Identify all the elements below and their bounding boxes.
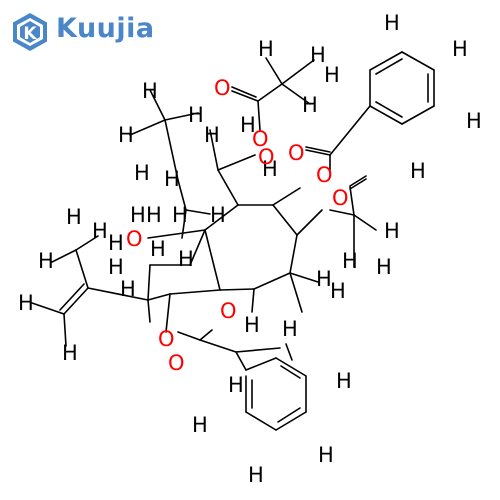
hydrogen-atom-label: H	[210, 203, 226, 227]
hydrogen-atom-label: H	[336, 369, 352, 393]
hydrogen-atom-label: H	[134, 161, 150, 185]
hydrogen-atom-label: H	[318, 443, 334, 467]
hydrogen-atom-label: H	[62, 341, 78, 365]
hydrogen-atom-label: H	[118, 123, 134, 147]
hydrogen-atom-label: H	[142, 79, 158, 103]
hydrogen-atom-label: H	[466, 109, 482, 133]
hydrogen-atom-label: H	[316, 267, 332, 291]
hydrogen-atom-label: H	[244, 313, 260, 337]
hydrogen-atom-label: H	[410, 159, 426, 183]
oxygen-atom-label: O	[214, 76, 231, 100]
logo-wordmark: Kuujia	[56, 13, 155, 44]
hydrogen-atom-label: H	[310, 43, 326, 67]
hydrogen-atom-label: H	[92, 219, 108, 243]
hydrogen-atom-label: H	[178, 247, 194, 271]
hydrogen-atom-label: H	[192, 413, 208, 437]
oxygen-atom-label: O	[220, 299, 237, 323]
hydrogen-atom-label: H	[262, 157, 278, 181]
hydrogen-atom-label: H	[282, 317, 298, 341]
hydrogen-atom-label: H	[130, 203, 146, 227]
logo-badge-letter: K	[23, 24, 37, 44]
hydrogen-atom-label: H	[240, 113, 256, 137]
hydrogen-atom-label: H	[108, 255, 124, 279]
hydrogen-atom-label: H	[258, 37, 274, 61]
oxygen-atom-label: O	[252, 127, 269, 151]
hydrogen-atom-label: H	[248, 463, 264, 487]
hydrogen-atom-label: H	[120, 277, 136, 301]
hydrogen-atom-label: H	[330, 279, 346, 303]
hydrogen-atom-label: H	[452, 37, 468, 61]
oxygen-atom-label: O	[332, 186, 349, 210]
hydrogen-atom-label: H	[342, 249, 358, 273]
hydrogen-atom-label: H	[38, 249, 54, 273]
hydrogen-atom-label: H	[66, 205, 82, 229]
oxygen-atom-label: O	[168, 351, 185, 375]
hydrogen-atom-label: H	[302, 93, 318, 117]
oxygen-atom-label: O	[126, 227, 143, 251]
oxygen-atom-label: O	[258, 145, 275, 169]
hydrogen-atom-label: H	[384, 219, 400, 243]
hydrogen-atom-label: H	[164, 167, 180, 191]
hydrogen-atom-label: H	[18, 291, 34, 315]
bond-layer	[31, 51, 435, 431]
hydrogen-atom-label: H	[204, 123, 220, 147]
oxygen-atom-label: O	[158, 327, 175, 351]
hydrogen-atom-label: H	[384, 11, 400, 35]
hydrogen-atom-label: H	[172, 203, 188, 227]
kuujia-logo-icon: K	[13, 13, 47, 51]
oxygen-atom-label: O	[316, 163, 333, 187]
hydrogen-atom-label: H	[324, 63, 340, 87]
oxygen-atom-label: O	[288, 141, 305, 165]
hydrogen-atom-label: H	[150, 237, 166, 261]
hydrogen-atom-label: H	[376, 255, 392, 279]
hydrogen-atom-label: H	[146, 203, 162, 227]
hydrogen-atom-label: H	[108, 231, 124, 255]
hydrogen-atom-label: H	[228, 373, 244, 397]
hydrogen-atom-label: H	[188, 103, 204, 127]
